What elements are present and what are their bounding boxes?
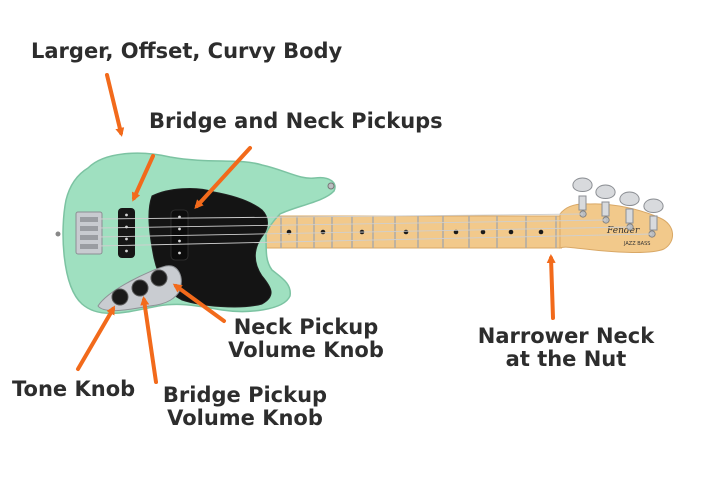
bridge-pickup-knob-label-line1: Bridge Pickup: [162, 383, 328, 407]
headstock-model: JAZZ BASS: [623, 241, 650, 247]
output-jack: [55, 231, 61, 237]
neck-nut-label: Narrower Neck at the Nut: [476, 325, 656, 371]
tone-knob-label: Tone Knob: [12, 377, 136, 401]
body-label: Larger, Offset, Curvy Body: [31, 39, 343, 63]
pickups-label: Bridge and Neck Pickups: [149, 109, 443, 133]
headstock-brand: Fender: [606, 226, 640, 236]
bridge-pickup-knob-label: Bridge Pickup Volume Knob: [160, 384, 330, 430]
neck-knob-arrow: [172, 283, 226, 323]
neck-pickup-arrow: [194, 146, 252, 209]
neck-nut-label-line1: Narrower Neck: [477, 324, 655, 348]
bridge-pickup-arrow: [131, 154, 155, 202]
bridge-pickup-volume-knob: [131, 279, 149, 297]
neck-pickup-volume-knob: [150, 269, 168, 287]
strings: [97, 213, 653, 247]
neck-nut-label-line2: at the Nut: [505, 347, 627, 371]
bridge-knob-arrow: [140, 296, 158, 384]
callout-arrows: [76, 73, 556, 384]
tuning-keys: [572, 177, 664, 231]
strap-button: [327, 182, 335, 190]
bridge: [75, 211, 103, 255]
bass-guitar: Fender JAZZ BASS: [55, 152, 673, 315]
tone-knob-arrow: [76, 305, 116, 371]
neck-pickup-knob-label: Neck Pickup Volume Knob: [226, 316, 386, 362]
body-arrow: [105, 73, 125, 137]
nut-arrow: [546, 254, 556, 320]
neck-pickup-knob-label-line2: Volume Knob: [228, 338, 384, 362]
tone-knob: [111, 288, 129, 306]
headstock: [559, 203, 673, 253]
bridge-pickup-knob-label-line2: Volume Knob: [167, 406, 323, 430]
neck-pickup-knob-label-line1: Neck Pickup: [233, 315, 379, 339]
